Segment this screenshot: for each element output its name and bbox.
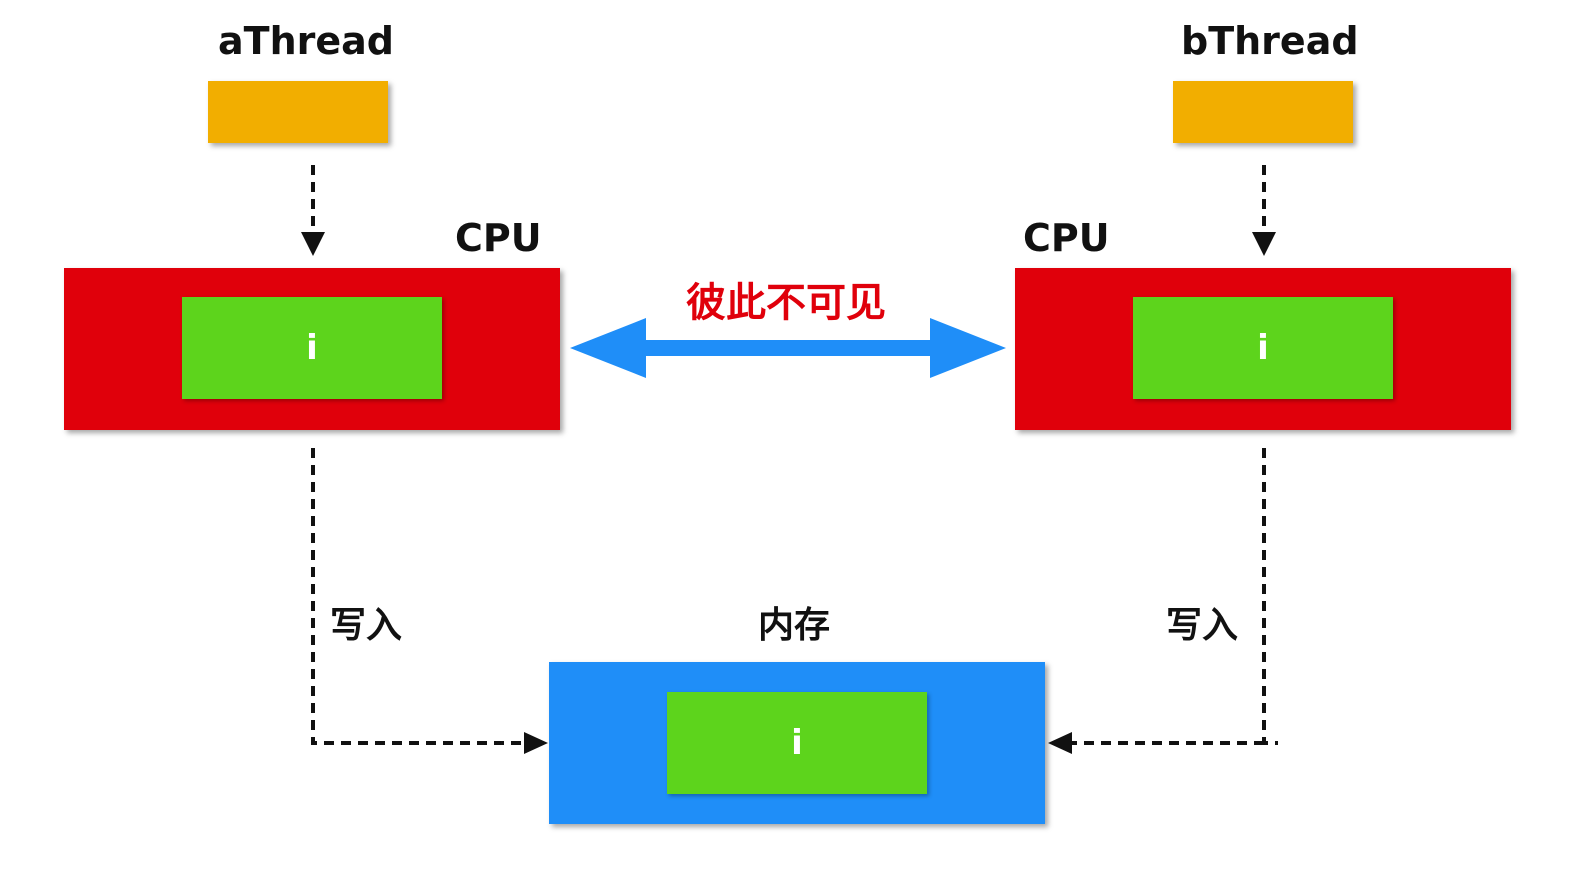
bthread-arrowhead xyxy=(1252,232,1276,256)
right-cpu-label: CPU xyxy=(1023,216,1110,260)
left-write-connector xyxy=(311,448,528,745)
athread-label: aThread xyxy=(218,19,394,63)
right-write-label: 写入 xyxy=(1166,605,1239,646)
memory-variable-label: i xyxy=(791,723,803,763)
athread-box xyxy=(208,81,388,143)
right-write-connector xyxy=(1070,448,1278,745)
left-cpu-variable-label: i xyxy=(306,328,318,368)
left-cpu-variable: i xyxy=(182,297,442,399)
athread-arrowhead xyxy=(301,232,325,256)
left-write-label: 写入 xyxy=(330,605,403,646)
visibility-label: 彼此不可见 xyxy=(686,280,886,326)
right-write-arrowhead xyxy=(1048,732,1072,754)
right-cpu-variable: i xyxy=(1133,297,1393,399)
memory-variable: i xyxy=(667,692,927,794)
left-write-arrowhead xyxy=(524,732,548,754)
bthread-box xyxy=(1173,81,1353,143)
left-cpu-label: CPU xyxy=(455,216,542,260)
visibility-double-arrow xyxy=(570,318,1006,378)
right-cpu-variable-label: i xyxy=(1257,328,1269,368)
bthread-label: bThread xyxy=(1181,19,1359,63)
memory-label: 内存 xyxy=(758,605,831,646)
